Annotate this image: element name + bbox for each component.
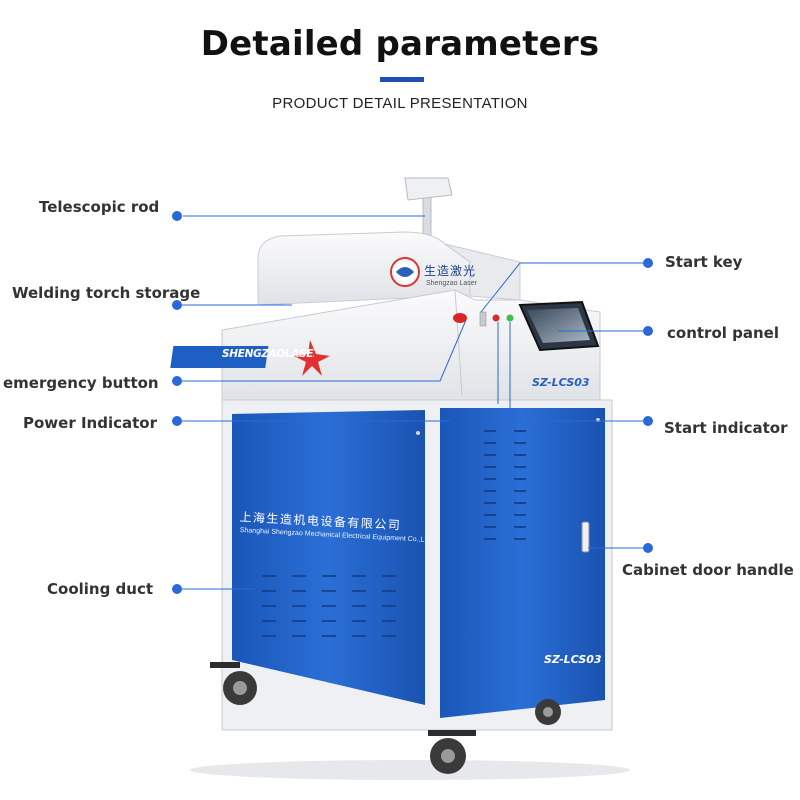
callout-dot-icon: [172, 300, 182, 310]
start-key: [479, 311, 487, 327]
door-handle: [581, 521, 590, 553]
start-light: [506, 314, 514, 322]
logo-text-en: Shengzao Laser: [426, 280, 477, 287]
left-blue-panel: [232, 410, 425, 705]
page-title: Detailed parameters: [200, 24, 600, 64]
callout-cooling-duct: Cooling duct: [47, 580, 154, 598]
callout-dot-icon: [172, 416, 182, 426]
callout-dot-icon: [172, 211, 182, 221]
callout-start-indicator: Start indicator: [664, 419, 788, 437]
callout-emergency-button: emergency button: [3, 374, 159, 392]
brand-strip: [170, 346, 269, 368]
callout-start-key: Start key: [665, 253, 743, 271]
left-vents: [262, 575, 396, 637]
callout-dot-icon: [643, 326, 653, 336]
logo-text-cn: 生造激光: [424, 264, 477, 278]
floor-shadow: [190, 760, 630, 780]
right-vents: [484, 430, 526, 540]
right-blue-panel: [440, 408, 605, 718]
telescopic-rod-head: [404, 177, 453, 201]
callout-telescopic-rod: Telescopic rod: [39, 198, 160, 216]
model-label-bottom: SZ-LCS03: [544, 653, 602, 666]
callout-dot-icon: [172, 376, 182, 386]
title-underline: [380, 77, 424, 82]
warning-star-icon: [294, 340, 330, 376]
page-subtitle: PRODUCT DETAIL PRESENTATION: [272, 95, 528, 112]
wheel-front-right: [428, 730, 476, 774]
callout-dot-icon: [643, 258, 653, 268]
model-label-top: SZ-LCS03: [532, 376, 590, 389]
callout-dot-icon: [643, 543, 653, 553]
wheel-front-left: [210, 662, 257, 705]
power-light: [492, 314, 500, 322]
callout-welding-torch-storage: Welding torch storage: [12, 284, 201, 302]
callout-leads: [178, 215, 646, 590]
callout-power-indicator: Power Indicator: [23, 414, 157, 432]
callout-control-panel: control panel: [667, 324, 779, 342]
wheel-rear-right: [535, 699, 561, 725]
brand-label: SHENGZAOLASER: [222, 348, 314, 360]
emergency-stop: [453, 313, 467, 323]
callout-cabinet-door-handle: Cabinet door handle: [622, 561, 794, 579]
callout-dot-icon: [172, 584, 182, 594]
callout-dot-icon: [643, 416, 653, 426]
